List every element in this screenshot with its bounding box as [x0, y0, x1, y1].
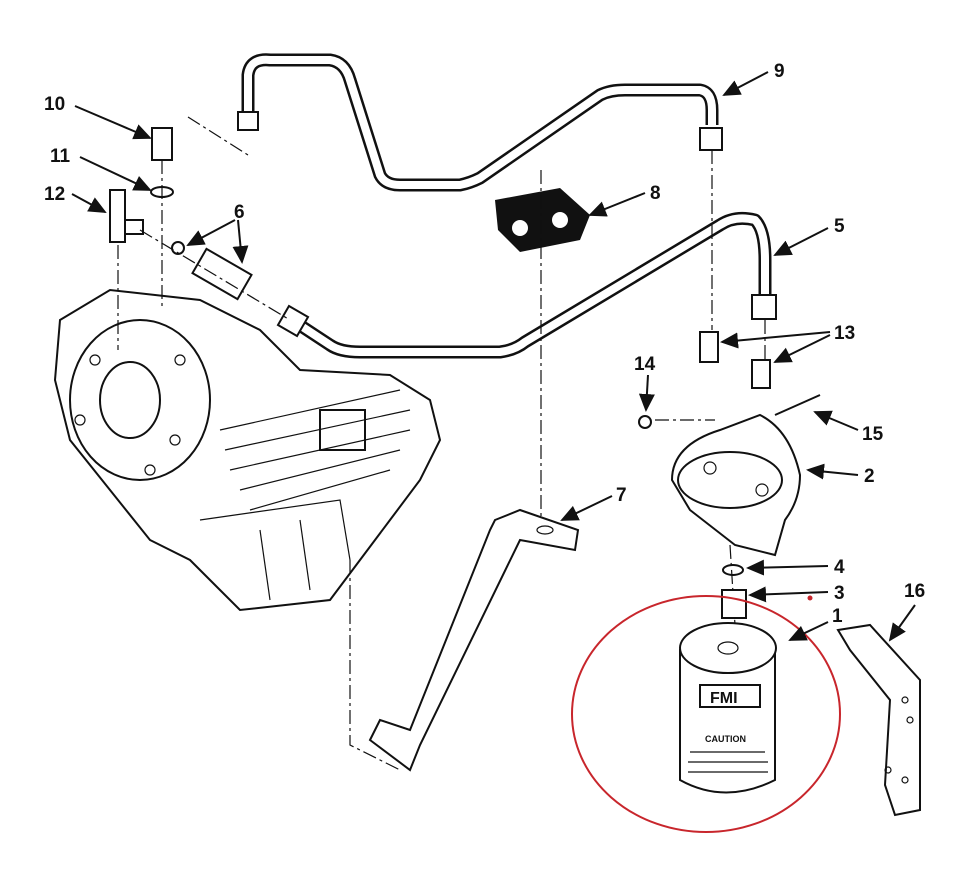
filter-warning: CAUTION [705, 734, 746, 744]
filter-head-2 [670, 413, 802, 557]
callout-2: 2 [864, 466, 875, 487]
leader-lines [71, 71, 916, 642]
callout-7: 7 [616, 485, 627, 506]
callout-14: 14 [634, 354, 656, 375]
oil-filter-1: FMI CAUTION [679, 622, 777, 794]
callout-12: 12 [44, 184, 65, 205]
bracket-7 [349, 508, 580, 772]
callout-3: 3 [834, 583, 845, 604]
callout-10: 10 [44, 94, 65, 115]
bracket-16 [836, 623, 921, 817]
callout-13: 13 [834, 323, 855, 344]
highlight-dot [807, 595, 813, 601]
fittings-left [109, 116, 291, 350]
nipple-3 [721, 589, 747, 619]
highlight-circle [571, 595, 841, 833]
clamp-8 [495, 188, 590, 252]
fittings-right [540, 150, 821, 626]
washer-4 [722, 564, 744, 576]
engine-block [53, 288, 442, 612]
callout-15: 15 [862, 424, 884, 445]
filter-brand: FMI [710, 690, 738, 707]
callout-11: 11 [50, 146, 71, 167]
callout-4: 4 [834, 557, 845, 578]
callout-9: 9 [774, 61, 785, 82]
tube-5 [276, 211, 777, 359]
callout-16: 16 [904, 581, 925, 602]
tube-9 [237, 53, 723, 192]
callout-6: 6 [234, 202, 245, 223]
callout-8: 8 [650, 183, 661, 204]
callout-labels: 1 2 3 4 5 6 7 8 9 10 11 12 13 14 15 16 [44, 61, 925, 627]
callout-5: 5 [834, 216, 845, 237]
callout-1: 1 [832, 606, 843, 627]
